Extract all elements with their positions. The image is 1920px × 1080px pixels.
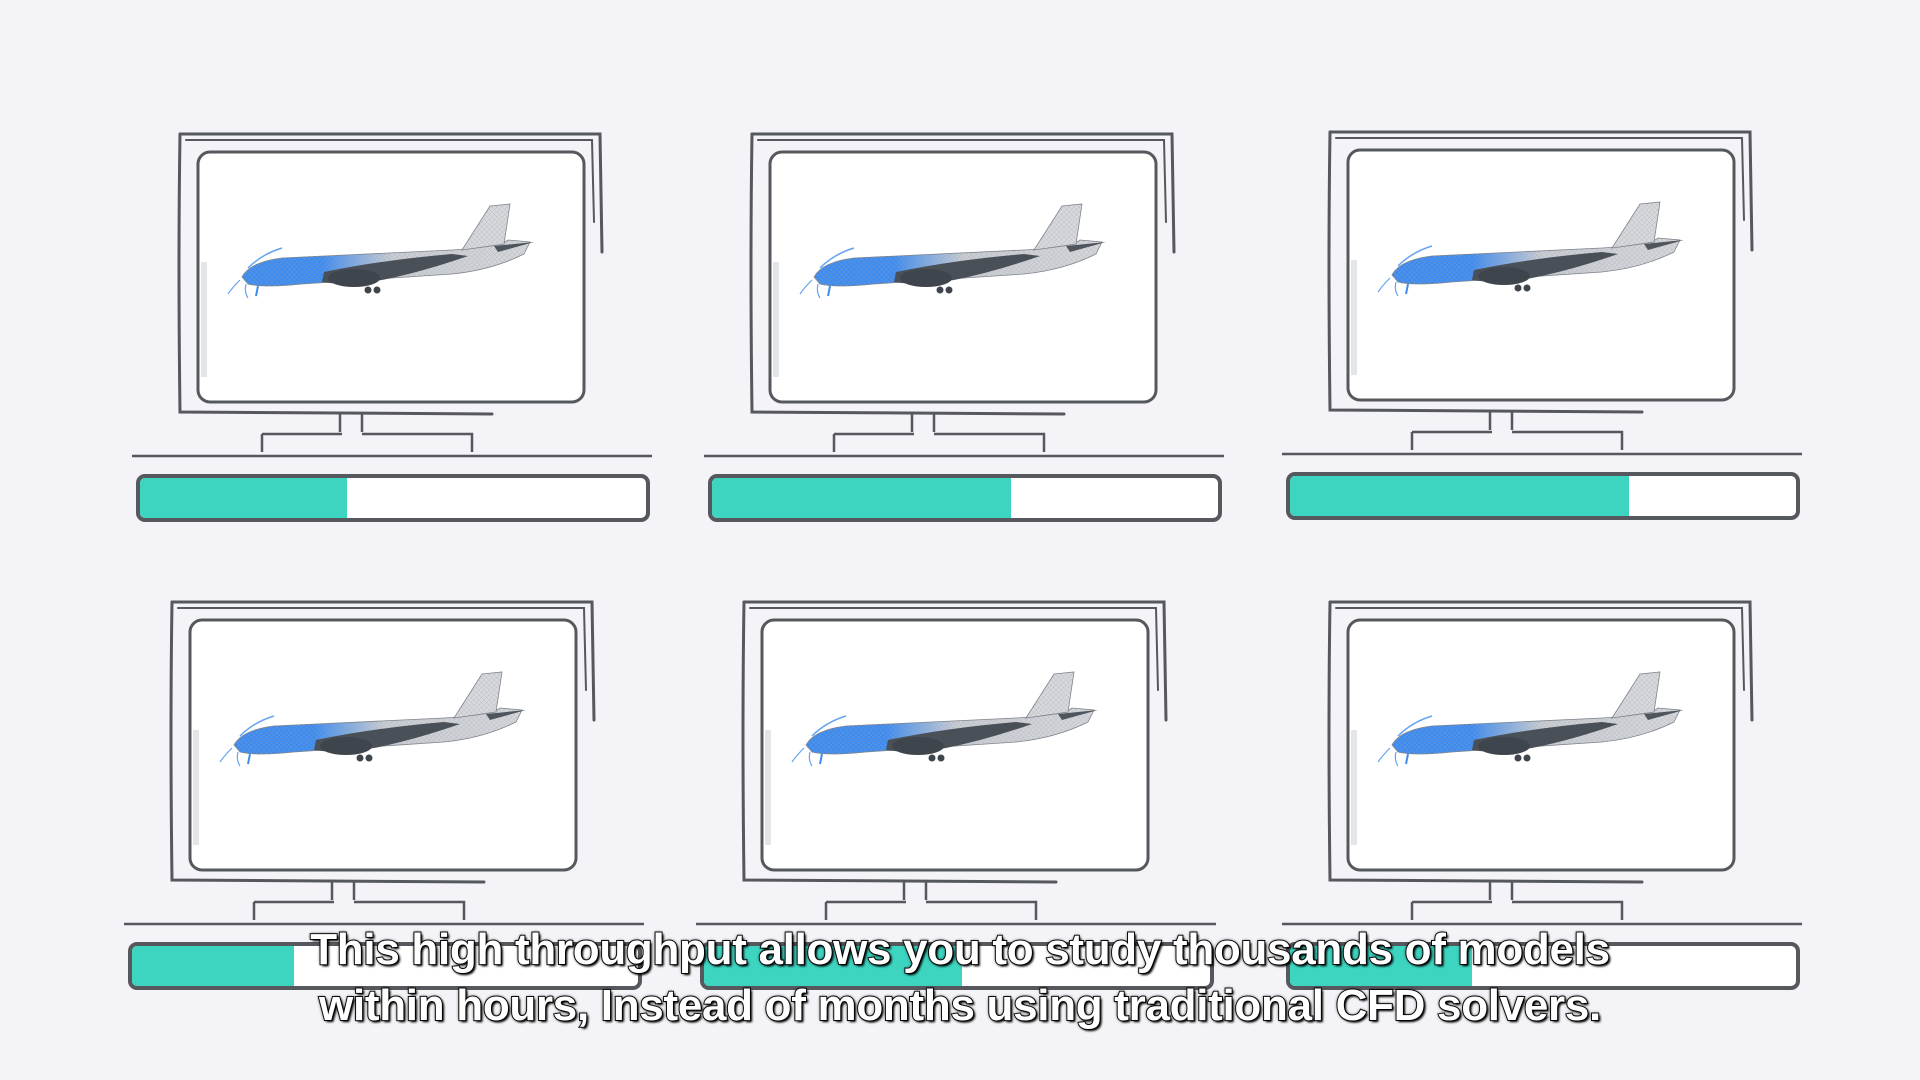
monitor-drawing: [132, 132, 652, 458]
monitor-outer-frame: [178, 132, 604, 254]
airplane-cfd-icon: [791, 671, 1098, 767]
progress-fill: [712, 478, 1011, 518]
progress-bar: [128, 942, 642, 990]
progress-fill: [1290, 946, 1473, 986]
monitor-outer-frame: [1328, 600, 1754, 722]
subtitle-line-2: within hours, Instead of months using tr…: [318, 980, 1602, 1031]
airplane-cfd-icon: [1377, 671, 1684, 767]
progress-bar: [1286, 942, 1800, 990]
station-6: [1282, 590, 1842, 1030]
station-3: [1282, 120, 1842, 560]
progress-bar: [700, 942, 1214, 990]
progress-bar: [708, 474, 1222, 522]
monitor-outer-frame: [1328, 130, 1754, 252]
monitor-drawing: [124, 600, 644, 926]
monitor-outer-frame: [170, 600, 596, 722]
monitor-outer-frame: [742, 600, 1168, 722]
monitor-drawing: [1282, 130, 1802, 456]
monitor-drawing: [1282, 600, 1802, 926]
station-4: [124, 590, 684, 1030]
subtitle-caption: This high throughput allows you to study…: [0, 922, 1920, 1034]
airplane-cfd-icon: [227, 203, 534, 299]
progress-fill: [140, 478, 348, 518]
progress-fill: [132, 946, 294, 986]
station-2: [704, 122, 1264, 562]
subtitle-line-1: This high throughput allows you to study…: [309, 924, 1611, 975]
airplane-cfd-icon: [219, 671, 526, 767]
station-1: [132, 122, 692, 562]
progress-bar: [1286, 472, 1800, 520]
progress-bar: [136, 474, 650, 522]
monitor-outer-frame: [750, 132, 1176, 254]
monitor-drawing: [696, 600, 1216, 926]
airplane-cfd-icon: [1377, 201, 1684, 297]
station-5: [696, 590, 1256, 1030]
progress-fill: [1290, 476, 1630, 516]
airplane-cfd-icon: [799, 203, 1106, 299]
monitor-drawing: [704, 132, 1224, 458]
progress-fill: [704, 946, 963, 986]
